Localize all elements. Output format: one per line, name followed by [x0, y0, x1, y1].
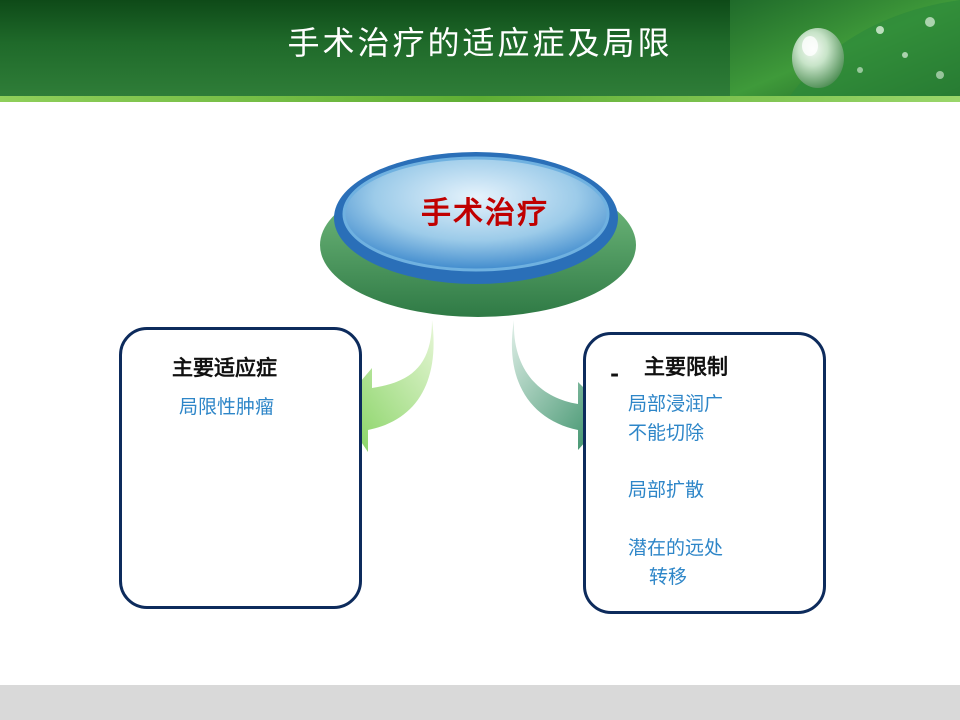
limitations-panel: - 主要限制 局部浸润广 不能切除 局部扩散 潜在的远处 转移: [583, 332, 826, 614]
indication-item: 局限性肿瘤: [179, 396, 275, 418]
center-node-disc: [342, 156, 610, 272]
indications-panel: 主要适应症 局限性肿瘤: [119, 327, 362, 609]
header-accent-band: [0, 96, 960, 102]
water-droplet-leaf-decoration: [730, 0, 960, 96]
indications-title: 主要适应症: [172, 355, 277, 380]
limitation-item-3-line1: 潜在的远处: [628, 537, 724, 559]
limitation-item-3-line2: 转移: [649, 566, 688, 588]
bullet-dash: -: [610, 361, 620, 387]
slide-header: 手术治疗的适应症及局限: [0, 0, 960, 96]
limitation-item-2-line1: 局部扩散: [628, 479, 705, 501]
center-node-label: 手术治疗: [421, 196, 549, 231]
slide-title: 手术治疗的适应症及局限: [287, 24, 673, 62]
slide-footer-band: [0, 685, 960, 720]
limitation-item-1-line1: 局部浸润广: [628, 393, 724, 415]
limitation-item-1-line2: 不能切除: [628, 422, 705, 444]
limitations-title: 主要限制: [644, 354, 728, 379]
